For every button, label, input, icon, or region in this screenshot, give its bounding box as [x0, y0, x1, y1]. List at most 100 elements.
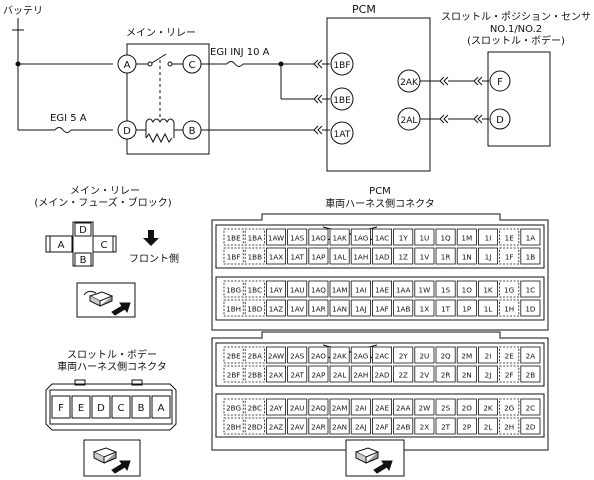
- connector-probe-icon: [83, 290, 131, 316]
- pcm-pin-cell: [244, 365, 265, 383]
- svg-text:1BF: 1BF: [333, 61, 350, 71]
- arrow-down-icon: [143, 230, 159, 246]
- pcm-pin-cell: [414, 280, 435, 298]
- pcm-pin-cell: [477, 417, 498, 435]
- pcm-pin-label: 2I: [485, 352, 492, 361]
- pcm-pin-label: 1AW: [268, 234, 284, 243]
- relay-pin-c: C: [101, 240, 108, 251]
- pcm-pin-cell: [371, 247, 392, 265]
- pcm-pin-label: 1BD: [247, 305, 263, 314]
- pcm-pin-label: 2AA: [396, 404, 411, 413]
- pcm-pin-label: 1AK: [332, 234, 346, 243]
- pcm-pin-cell: [223, 247, 244, 265]
- circuit-diagram: バッテリ EGI 5 A メイン・リレー A C D B: [3, 3, 591, 172]
- pcm-pin-cell: [308, 247, 329, 265]
- pcm-pin-cell: [371, 365, 392, 383]
- pcm-pin-cell: [223, 228, 244, 246]
- pcm-pin-cell: [393, 346, 414, 364]
- pcm-pin-cell: [477, 247, 498, 265]
- pcm-pin-label: 2B: [526, 371, 536, 380]
- svg-text:2AK: 2AK: [400, 78, 419, 88]
- pcm-pin-label: 2X: [420, 423, 430, 432]
- pcm-pin-label: 2G: [504, 404, 514, 413]
- pcm-pin-cell: [456, 299, 477, 317]
- throttle-connector-title-line1: スロットル・ボデー: [67, 348, 157, 361]
- pcm-pin-label: 2AS: [290, 352, 304, 361]
- pcm-pin-label: 1AI: [355, 286, 367, 295]
- pcm-pin-label: 2AP: [311, 371, 325, 380]
- pcm-pin-cell: [287, 417, 308, 435]
- pcm-pin-cell: [287, 247, 308, 265]
- pcm-pin-label: 2S: [441, 404, 451, 413]
- relay-pin-a: A: [58, 240, 65, 251]
- pcm-pin-label: 1AO: [311, 234, 326, 243]
- svg-text:D: D: [496, 115, 504, 126]
- pcm-box: [326, 17, 431, 172]
- pcm-pin-cell: [499, 280, 520, 298]
- pcm-pin-label: 1N: [462, 253, 472, 262]
- pcm-pin-label: 1BG: [226, 286, 241, 295]
- pcm-pin-cell: [499, 228, 520, 246]
- pcm-pin-cell: [350, 398, 371, 416]
- pcm-pin-cell: [456, 417, 477, 435]
- pcm-pin-cell: [350, 417, 371, 435]
- pcm-pin-label: 1S: [441, 286, 451, 295]
- pcm-pin-label: 1AE: [375, 286, 389, 295]
- front-side-label: フロント側: [129, 252, 179, 265]
- pcm-pin-label: 1A: [526, 234, 536, 243]
- pcm-pin-label: 2AU: [290, 404, 305, 413]
- pcm-pin-label: 1V: [420, 253, 430, 262]
- pcm-pin-cell: [308, 398, 329, 416]
- pcm-pin-label: 2AX: [269, 371, 283, 380]
- fuse-injector-label: EGI INJ 10 A: [210, 47, 270, 58]
- pcm-pin-cell: [456, 280, 477, 298]
- pcm-pin-label: 2K: [483, 404, 493, 413]
- pcm-pin-cell: [265, 417, 286, 435]
- pcm-connector-title-line1: PCM: [369, 186, 391, 197]
- pcm-terminal-1bf: [330, 52, 354, 76]
- sensor-label-line3: (スロットル・ボデー): [467, 34, 565, 47]
- pcm-pin-label: 1K: [483, 286, 493, 295]
- pcm-pin-cell: [223, 417, 244, 435]
- pcm-pin-cell: [477, 398, 498, 416]
- pcm-pin-cell: [414, 247, 435, 265]
- pcm-pin-label: 1Z: [398, 253, 408, 262]
- pcm-pin-label: 2BB: [248, 371, 263, 380]
- pcm-pin-label: 2BE: [227, 352, 242, 361]
- pcm-pin-cell: [499, 398, 520, 416]
- pcm-pin-label: 1Q: [440, 234, 451, 243]
- throttle-pin-label: C: [118, 403, 125, 414]
- pcm-pin-cell: [393, 228, 414, 246]
- pcm-pin-label: 2U: [419, 352, 429, 361]
- throttle-pin-cell: [131, 395, 151, 419]
- pcm-pin-cell: [393, 365, 414, 383]
- pcm-pin-cell: [287, 299, 308, 317]
- pcm-pin-label: 2C: [526, 404, 536, 413]
- pcm-pin-cell: [265, 247, 286, 265]
- pcm-pin-cell: [499, 346, 520, 364]
- pcm-pin-label: 1P: [462, 305, 472, 314]
- relay-connector-icon-box: [76, 282, 136, 318]
- pcm-pin-cell: [287, 346, 308, 364]
- pcm-pin-label: 2AT: [291, 371, 305, 380]
- pcm-pin-label: 2AR: [311, 423, 325, 432]
- throttle-pin-cell: [51, 395, 71, 419]
- pcm-pin-label: 2BG: [226, 404, 241, 413]
- pcm-pin-cell: [371, 280, 392, 298]
- pcm-pin-cell: [414, 299, 435, 317]
- pcm-pin-cell: [520, 299, 541, 317]
- pcm-pin-cell: [371, 398, 392, 416]
- pcm-pin-label: 1F: [505, 253, 514, 262]
- svg-text:1BE: 1BE: [333, 96, 351, 106]
- fuse-egi-label: EGI 5 A: [50, 113, 87, 124]
- pcm-pin-cell: [308, 228, 329, 246]
- pcm-pin-cell: [308, 280, 329, 298]
- pcm-pin-label: 2F: [505, 371, 514, 380]
- connector-probe-icon: [354, 447, 393, 474]
- pcm-pin-cell: [520, 280, 541, 298]
- pcm-pin-cell: [371, 299, 392, 317]
- pcm-pin-cell: [499, 247, 520, 265]
- pcm-pin-label: 2L: [484, 423, 493, 432]
- pcm-pin-cell: [244, 417, 265, 435]
- pcm-pin-cell: [414, 365, 435, 383]
